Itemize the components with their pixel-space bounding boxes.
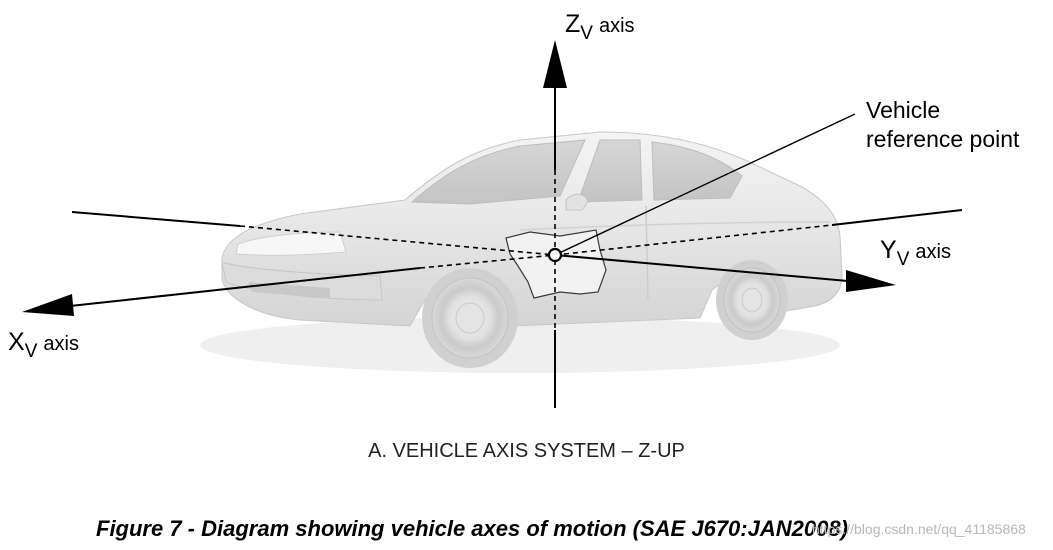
x-axis-left-solid — [69, 267, 421, 307]
reference-leader-line — [554, 113, 856, 256]
axis-lines — [22, 40, 963, 408]
car-windshield — [410, 139, 586, 205]
y-axis-word: axis — [915, 241, 951, 263]
z-axis-subscript: V — [580, 23, 593, 44]
x-axis-dashed-right — [554, 224, 833, 256]
y-axis-dashed — [239, 225, 556, 256]
reference-region-patch — [505, 229, 607, 299]
reference-point-marker — [547, 247, 563, 263]
reference-point-label-line2: reference point — [866, 126, 1020, 152]
reference-point-label: Vehicle reference point — [866, 96, 1019, 154]
figure-caption: Figure 7 - Diagram showing vehicle axes … — [96, 516, 848, 541]
y-axis-arrowhead — [846, 270, 896, 292]
y-axis-subscript: V — [896, 249, 910, 270]
z-axis-word: axis — [598, 15, 635, 37]
car-wheel-rear — [716, 260, 788, 340]
z-axis-letter: Z — [565, 10, 581, 38]
y-axis-letter: Y — [880, 236, 897, 264]
car-grille — [248, 282, 330, 298]
y-axis-left-solid — [71, 211, 241, 227]
watermark-text: https://blog.csdn.net/qq_41185868 — [812, 521, 1026, 537]
reference-point-label-line1: Vehicle — [866, 97, 941, 123]
y-axis-right-solid — [554, 254, 849, 282]
car-window-front — [577, 139, 643, 203]
car-wheel-front — [422, 268, 518, 368]
car-shadow — [200, 317, 840, 373]
car-window-rear — [651, 141, 743, 201]
x-axis-letter: X — [8, 328, 25, 356]
x-axis-arrowhead — [22, 294, 74, 316]
z-axis-arrowhead — [543, 40, 567, 88]
diagram-subcaption: A. VEHICLE AXIS SYSTEM – Z-UP — [368, 440, 685, 462]
x-axis-subscript: V — [24, 341, 38, 362]
car-headlight — [235, 231, 347, 256]
car-door-seam — [645, 205, 649, 301]
car-illustration — [200, 131, 843, 373]
car-mirror — [565, 193, 589, 211]
x-axis-word: axis — [43, 333, 79, 355]
car-body-crease — [519, 221, 831, 231]
x-axis-dashed — [419, 254, 556, 269]
x-axis-right-solid — [831, 209, 963, 226]
